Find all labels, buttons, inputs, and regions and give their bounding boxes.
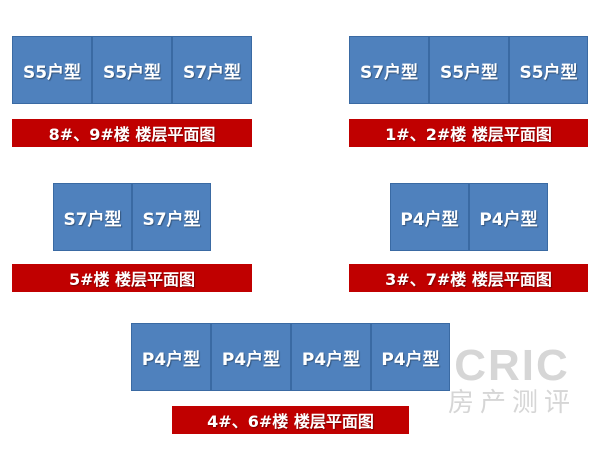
- floor-plan-caption-1-2: 1#、2#楼 楼层平面图: [349, 119, 588, 147]
- unit-row-5: S7户型 S7户型: [53, 183, 211, 251]
- unit-box: P4户型: [131, 323, 211, 391]
- cric-watermark: CRIC 房产测评: [448, 341, 577, 419]
- watermark-logo-text: CRIC: [454, 341, 570, 390]
- unit-box: S5户型: [92, 36, 172, 104]
- unit-box: S7户型: [172, 36, 252, 104]
- unit-row-8-9: S5户型 S5户型 S7户型: [12, 36, 252, 104]
- unit-box: P4户型: [291, 323, 371, 391]
- unit-box: P4户型: [469, 183, 548, 251]
- floor-plan-caption-3-7: 3#、7#楼 楼层平面图: [349, 264, 588, 292]
- floor-plan-caption-4-6: 4#、6#楼 楼层平面图: [172, 406, 409, 434]
- unit-box: S7户型: [53, 183, 132, 251]
- unit-box: P4户型: [211, 323, 291, 391]
- unit-row-1-2: S7户型 S5户型 S5户型: [349, 36, 588, 104]
- unit-box: P4户型: [371, 323, 450, 391]
- unit-box: S5户型: [12, 36, 92, 104]
- floor-plan-caption-8-9: 8#、9#楼 楼层平面图: [12, 119, 252, 147]
- unit-row-4-6: P4户型 P4户型 P4户型 P4户型: [131, 323, 450, 391]
- unit-row-3-7: P4户型 P4户型: [390, 183, 548, 251]
- unit-box: S7户型: [132, 183, 211, 251]
- floor-plan-caption-5: 5#楼 楼层平面图: [12, 264, 252, 292]
- unit-box: P4户型: [390, 183, 469, 251]
- unit-box: S5户型: [429, 36, 509, 104]
- watermark-subtext: 房产测评: [448, 388, 577, 418]
- unit-box: S5户型: [509, 36, 588, 104]
- unit-box: S7户型: [349, 36, 429, 104]
